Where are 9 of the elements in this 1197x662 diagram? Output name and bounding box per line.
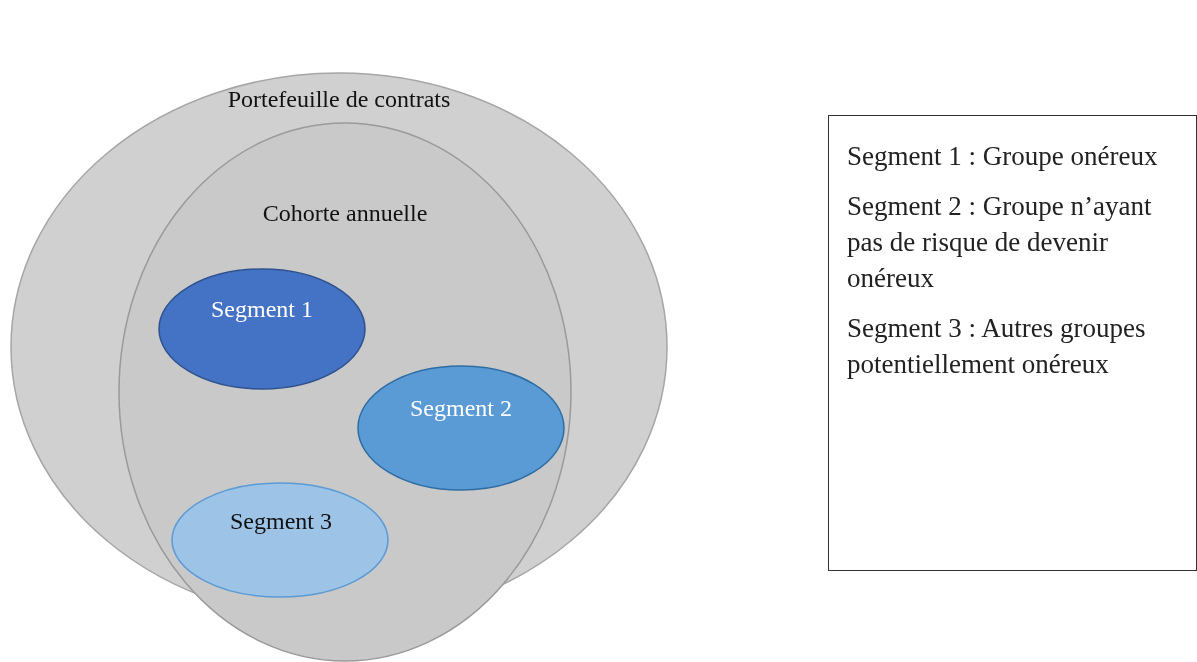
- segment-description: Segment 2 : Groupe n’ayant pas de risque de devenir onéreux: [847, 190, 1153, 295]
- segment-description: Segment 1 : Groupe onéreux: [847, 140, 1159, 173]
- set-label: Portefeuille de contrats: [226, 85, 452, 114]
- set-label: Cohorte annuelle: [261, 199, 429, 228]
- set-label: Segment 3: [229, 507, 333, 536]
- segment-description: Segment 3 : Autres groupes potentiellement onéreux: [847, 312, 1147, 381]
- text-box: [828, 115, 1197, 571]
- set-label: Segment 2: [409, 394, 513, 423]
- set-label: Segment 1: [210, 295, 314, 324]
